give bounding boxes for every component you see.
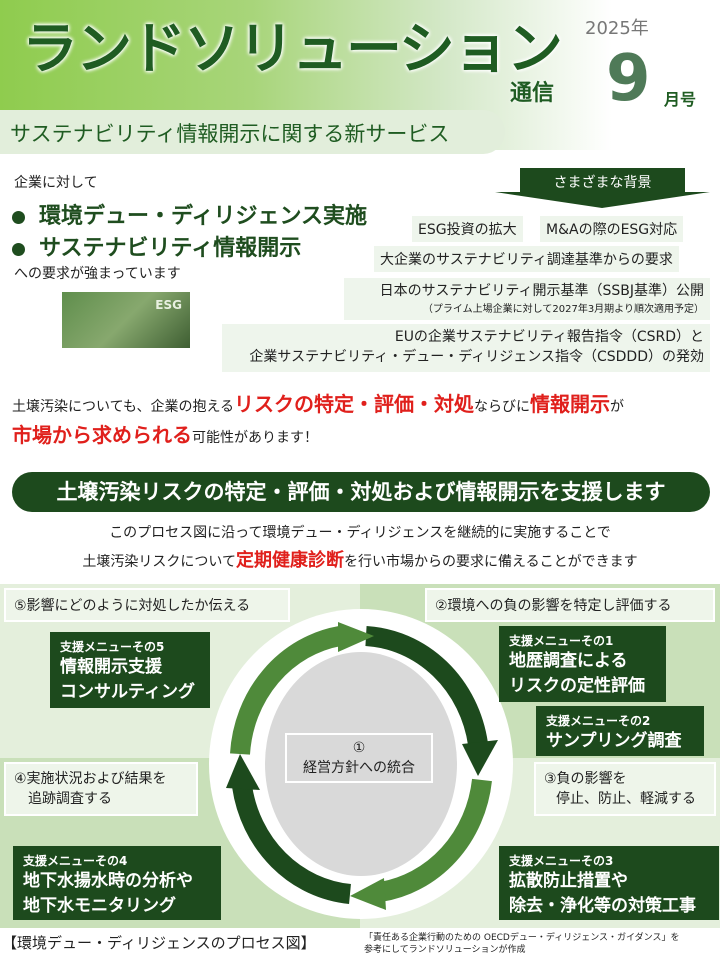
background-item: ESG投資の拡大 (412, 216, 523, 242)
arrowhead-icon (350, 878, 386, 910)
step-5: ⑤影響にどのように対処したか伝える (4, 588, 290, 622)
risk-highlight: 情報開示 (530, 392, 611, 416)
issue-suffix: 月号 (664, 90, 697, 109)
background-item-text: EUの企業サステナビリティ報告指令（CSRD）と (394, 329, 704, 345)
background-arrow-icon (495, 168, 710, 208)
intro-tail: への要求が強まっています (14, 266, 181, 282)
menu-line: 拡散防止措置や (509, 871, 628, 891)
support-menu-1: 支援メニューその1 地歴調査によるリスクの定性評価 (499, 626, 666, 702)
menu-line: サンプリング調査 (546, 731, 682, 751)
bullet-icon (12, 242, 25, 256)
source-note-line: 参考にしてランドソリューションが作成 (364, 945, 526, 955)
background-item: 日本のサステナビリティ開示基準（SSBJ基準）公開 （プライム上場企業に対して20… (344, 278, 710, 320)
bullet-text: サステナビリティ情報開示 (39, 236, 302, 261)
description-line: このプロセス図に沿って環境デュー・ディリジェンスを継続的に実施することで (109, 525, 611, 541)
bullet-icon (12, 210, 25, 224)
issue-month: 9 (606, 42, 651, 116)
menu-head: 支援メニューその2 (546, 714, 651, 728)
background-item: 大企業のサステナビリティ調達基準からの要求 (374, 246, 679, 272)
background-item: EUの企業サステナビリティ報告指令（CSRD）と企業サステナビリティ・デュー・デ… (222, 324, 710, 372)
menu-line: 地下水モニタリング (23, 896, 176, 916)
menu-line: 地下水揚水時の分析や (23, 871, 193, 891)
risk-highlight: 市場から求められる (12, 423, 192, 447)
support-menu-5: 支援メニューその5 情報開示支援コンサルティング (50, 632, 210, 708)
cycle-arrow (230, 626, 342, 755)
issue-year: 2025年 (585, 18, 649, 39)
newsletter-subtitle: 通信 (510, 81, 555, 106)
arrowhead-icon (226, 754, 260, 790)
esg-image: ESG (62, 292, 190, 348)
description-line: 土壌汚染リスクについて定期健康診断を行い市場からの要求に備えることができます (0, 546, 720, 572)
diagram-caption: 【環境デュー・ディリジェンスのプロセス図】 (2, 934, 316, 952)
step-text: 追跡調査する (28, 791, 112, 807)
risk-highlight: リスクの特定・評価・対処 (234, 392, 475, 416)
background-item-text: 日本のサステナビリティ開示基準（SSBJ基準）公開 (379, 283, 704, 299)
description-text: を行い市場からの要求に備えることができます (344, 554, 638, 570)
menu-head: 支援メニューその3 (509, 854, 614, 868)
intro-lead: 企業に対して (14, 175, 98, 191)
arrowhead-icon (462, 740, 498, 776)
menu-head: 支援メニューその4 (23, 854, 128, 868)
menu-line: リスクの定性評価 (509, 676, 645, 696)
esg-image-label: ESG (155, 298, 182, 312)
menu-head: 支援メニューその5 (60, 640, 165, 654)
cycle-arrow (365, 626, 488, 746)
service-banner: 土壌汚染リスクの特定・評価・対処および情報開示を支援します (12, 472, 710, 512)
support-menu-4: 支援メニューその4 地下水揚水時の分析や地下水モニタリング (13, 846, 221, 920)
step-text: ③負の影響を (544, 771, 627, 787)
cycle-arrow (232, 784, 352, 904)
risk-text: ならびに (474, 399, 531, 415)
description-text: 土壌汚染リスクについて (82, 554, 236, 570)
bullet-item: 環境デュー・ディリジェンス実施 (12, 198, 367, 230)
menu-line: コンサルティング (60, 682, 195, 702)
cycle-arrow (378, 778, 492, 902)
support-menu-3: 支援メニューその3 拡散防止措置や除去・浄化等の対策工事 (499, 846, 719, 920)
source-note: 「責任ある企業行動のための OECDデュー・ディリジェンス・ガイダンス」を参考に… (364, 932, 680, 956)
source-note-line: 「責任ある企業行動のための OECDデュー・ディリジェンス・ガイダンス」を (364, 933, 680, 943)
step-text: 停止、防止、軽減する (556, 791, 696, 807)
bullet-item: サステナビリティ情報開示 (12, 230, 301, 262)
arrowhead-icon (338, 622, 374, 652)
menu-line: 地歴調査による (509, 651, 628, 671)
step-4: ④実施状況および結果を追跡調査する (4, 762, 198, 816)
description-highlight: 定期健康診断 (236, 550, 344, 571)
menu-line: 情報開示支援 (60, 657, 162, 677)
bullet-text: 環境デュー・ディリジェンス実施 (39, 204, 368, 229)
background-label: さまざまな背景 (553, 175, 652, 191)
menu-line: 除去・浄化等の対策工事 (509, 896, 696, 916)
background-item-text: 企業サステナビリティ・デュー・ディリジェンス指令（CSDDD）の発効 (249, 349, 704, 365)
page-title: サステナビリティ情報開示に関する新サービス (0, 110, 505, 154)
center-step-label: 経営方針への統合 (303, 760, 415, 776)
risk-statement: 土壌汚染についても、企業の抱えるリスクの特定・評価・対処ならびに情報開示が 市場… (12, 390, 624, 452)
background-item: M&Aの際のESG対応 (540, 216, 684, 242)
background-item-note: （プライム上場企業に対して2027年3月期より順次適用予定） (422, 304, 704, 315)
menu-head: 支援メニューその1 (509, 634, 614, 648)
newsletter-title: ランドソリューション (22, 17, 563, 82)
risk-text: 土壌汚染についても、企業の抱える (12, 399, 235, 415)
step-text: ④実施状況および結果を (14, 771, 167, 787)
center-step: ① 経営方針への統合 (285, 733, 433, 783)
center-step-number: ① (352, 740, 366, 756)
risk-text: が (610, 399, 625, 415)
risk-text: 可能性があります！ (192, 430, 318, 446)
support-menu-2: 支援メニューその2 サンプリング調査 (536, 706, 704, 756)
step-3: ③負の影響を停止、防止、軽減する (534, 762, 716, 816)
step-2: ②環境への負の影響を特定し評価する (425, 588, 715, 622)
